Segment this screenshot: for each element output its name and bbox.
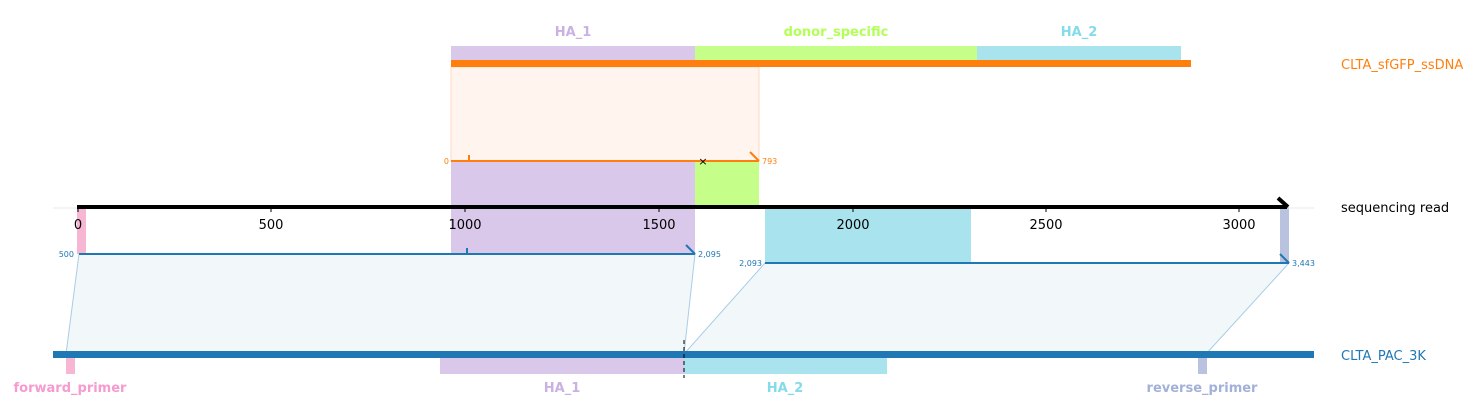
ssdna-feature-donor-specific	[695, 46, 977, 61]
ssdna-feature-label-donor-specific: donor_specific	[784, 25, 889, 40]
pac-feature-reverse-primer	[1198, 358, 1207, 374]
read-tick-label-1500: 1500	[642, 218, 675, 233]
pac-feature-forward-primer	[66, 358, 75, 374]
ssdna-alignment-end-label: 793	[762, 157, 777, 166]
reverse-primer-read-region	[1280, 207, 1289, 263]
ha2-read-region	[765, 207, 971, 263]
ssdna-alignment-arrowhead	[749, 151, 760, 162]
read-tick-label-1000: 1000	[448, 218, 481, 233]
forward-primer-read-region	[77, 207, 86, 254]
pac-reference-label: CLTA_PAC_3K	[1341, 349, 1426, 364]
ssdna-feature-ha1	[451, 46, 695, 61]
pac-feature-label-forward-primer: forward_primer	[14, 381, 128, 396]
read-axis-ticks: 0 500 1000 1500 2000 2500 3000	[74, 207, 1256, 233]
pac-alignment-1-start-label: 500	[59, 250, 74, 259]
pac-feature-ha1	[440, 358, 684, 374]
sequencing-read-arrowhead	[1276, 196, 1290, 209]
ssdna-feature-label-ha2: HA_2	[1061, 25, 1098, 40]
mismatch-marker: ×	[698, 155, 707, 168]
pac-alignment-2-arrowhead	[1279, 253, 1290, 264]
pac-alignment-2-end-label: 3,443	[1292, 259, 1315, 268]
pac-alignment-2-start-label: 2,093	[739, 259, 762, 268]
ssdna-feature-ha2	[977, 46, 1181, 61]
pac-alignment-region-1	[65, 253, 696, 355]
ssdna-alignment-start-label: 0	[444, 157, 449, 166]
donor-read-region	[695, 161, 759, 207]
pac-alignment-1-arrowhead	[685, 244, 696, 255]
pac-feature-label-ha1: HA_1	[544, 381, 581, 396]
pac-feature-label-ha2: HA_2	[767, 381, 804, 396]
pac-alignment-region-2	[682, 262, 1291, 355]
read-tick-label-3000: 3000	[1222, 218, 1255, 233]
read-tick-label-500: 500	[259, 218, 284, 233]
ssdna-reference-label: CLTA_sfGFP_ssDNA	[1341, 58, 1463, 73]
pac-feature-ha2	[684, 358, 887, 374]
read-tick-label-0: 0	[74, 218, 82, 233]
pac-alignment-1-end-label: 2,095	[698, 250, 721, 259]
sequencing-read-label: sequencing read	[1341, 201, 1449, 216]
read-tick-label-2000: 2000	[836, 218, 869, 233]
ssdna-alignment-region	[450, 66, 760, 162]
ssdna-reference-bar	[451, 60, 1191, 67]
read-tick-label-2500: 2500	[1029, 218, 1062, 233]
ssdna-feature-label-ha1: HA_1	[555, 25, 592, 40]
pac-feature-label-reverse-primer: reverse_primer	[1147, 381, 1259, 396]
